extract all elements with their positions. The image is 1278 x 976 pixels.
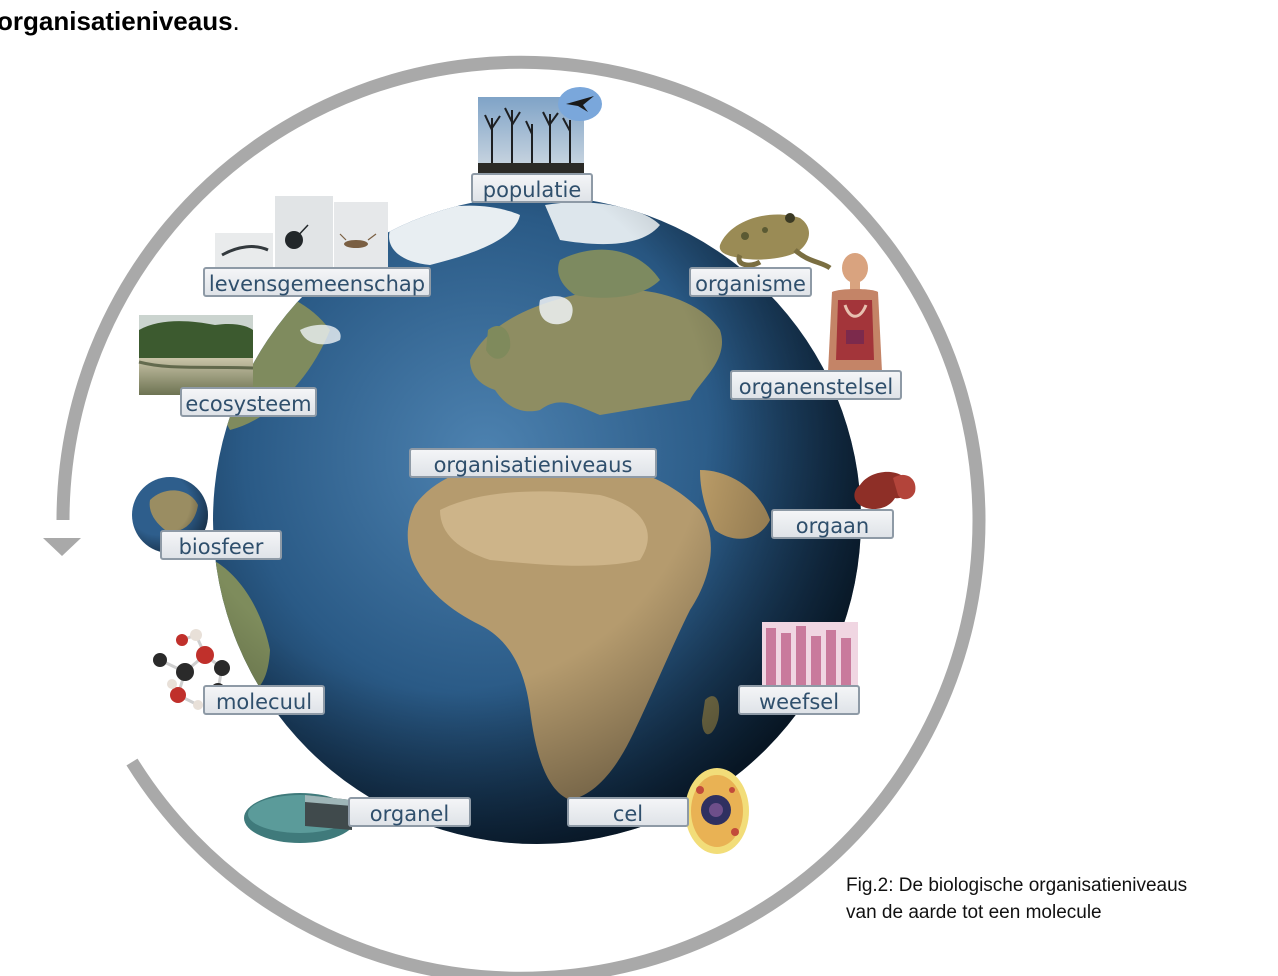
center-label: organisatieniveaus bbox=[409, 448, 657, 478]
label-organisme: organisme bbox=[689, 267, 812, 297]
label-ecosysteem: ecosysteem bbox=[180, 387, 317, 417]
label-molecuul: molecuul bbox=[203, 685, 325, 715]
anatomy-torso-icon bbox=[828, 253, 882, 372]
heading-title: organisatieniveaus bbox=[0, 6, 233, 36]
animal-cell-icon bbox=[685, 768, 749, 854]
organelle-membrane-icon bbox=[244, 793, 356, 843]
heading-punct: . bbox=[232, 6, 240, 36]
label-organel: organel bbox=[348, 797, 471, 827]
label-orgaan: orgaan bbox=[771, 509, 894, 539]
label-levensgemeenschap: levensgemeenschap bbox=[203, 267, 431, 297]
bird-icon bbox=[558, 87, 602, 121]
insect-photos-icon bbox=[215, 196, 388, 271]
caption-line-2: van de aarde tot een molecule bbox=[846, 902, 1102, 923]
tissue-villi-icon bbox=[762, 622, 858, 686]
caption-line-1: Fig.2: De biologische organisatieniveaus bbox=[846, 875, 1188, 896]
frog-icon bbox=[719, 213, 832, 271]
label-weefsel: weefsel bbox=[738, 685, 860, 715]
label-cel: cel bbox=[567, 797, 689, 827]
label-organenstelsel: organenstelsel bbox=[730, 370, 902, 400]
figure-caption: Fig.2: De biologische organisatieniveaus… bbox=[846, 872, 1187, 926]
label-populatie: populatie bbox=[471, 173, 593, 203]
page-heading: organisatieniveaus. bbox=[0, 6, 240, 37]
label-biosfeer: biosfeer bbox=[160, 530, 282, 560]
kidney-icon bbox=[854, 471, 916, 510]
lake-forest-icon bbox=[138, 315, 254, 395]
cycle-arrow-icon bbox=[43, 55, 986, 976]
